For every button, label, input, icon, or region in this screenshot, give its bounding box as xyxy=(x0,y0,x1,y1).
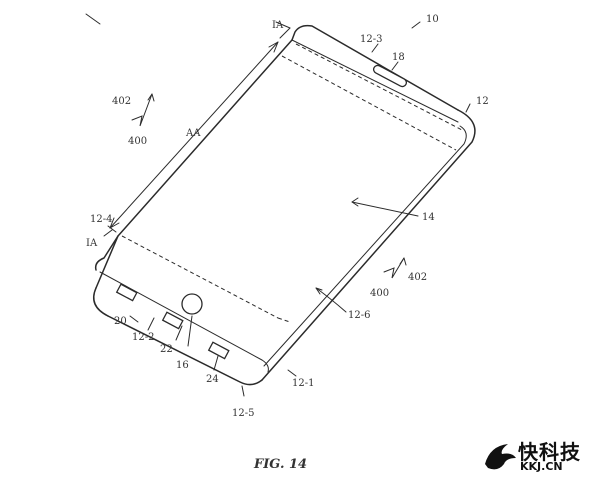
label-400-left: 400 xyxy=(128,136,147,147)
label-10: 10 xyxy=(426,14,439,25)
label-402-left: 402 xyxy=(112,96,131,107)
label-12-6: 12-6 xyxy=(348,310,370,321)
label-12-4: 12-4 xyxy=(90,214,112,225)
watermark-site-text: KKJ.CN xyxy=(520,460,563,473)
leader-lines xyxy=(85,13,471,397)
watermark-logo-text: 快科技 xyxy=(518,440,581,464)
label-12: 12 xyxy=(476,96,489,107)
display-boundary xyxy=(121,43,463,323)
label-24: 24 xyxy=(206,374,219,385)
orientation-symbol-right xyxy=(383,257,407,279)
orientation-symbol-left xyxy=(131,93,155,127)
figure-caption: FIG. 14 xyxy=(253,457,307,472)
port-20 xyxy=(115,283,138,302)
device-body xyxy=(93,24,476,386)
label-16: 16 xyxy=(176,360,189,371)
port-22 xyxy=(161,311,184,330)
label-20: 20 xyxy=(114,316,127,327)
label-14: 14 xyxy=(422,212,435,223)
speaker-slot xyxy=(372,64,408,88)
label-ia-bottom: IA xyxy=(86,238,98,249)
home-button xyxy=(181,293,203,315)
label-400-right: 400 xyxy=(370,288,389,299)
aa-dimension xyxy=(103,27,291,237)
port-24 xyxy=(207,341,230,360)
label-402-right: 402 xyxy=(408,272,427,283)
label-12-1: 12-1 xyxy=(292,378,314,389)
label-aa: AA xyxy=(185,128,201,139)
label-12-3: 12-3 xyxy=(360,34,382,45)
watermark-bird-icon xyxy=(485,444,516,470)
label-ia-top: IA xyxy=(272,20,284,31)
label-18: 18 xyxy=(392,52,405,63)
label-12-5: 12-5 xyxy=(232,408,254,419)
label-12-2: 12-2 xyxy=(132,332,154,343)
label-22: 22 xyxy=(160,344,173,355)
watermark-logo: 快科技 KKJ.CN xyxy=(482,436,586,476)
